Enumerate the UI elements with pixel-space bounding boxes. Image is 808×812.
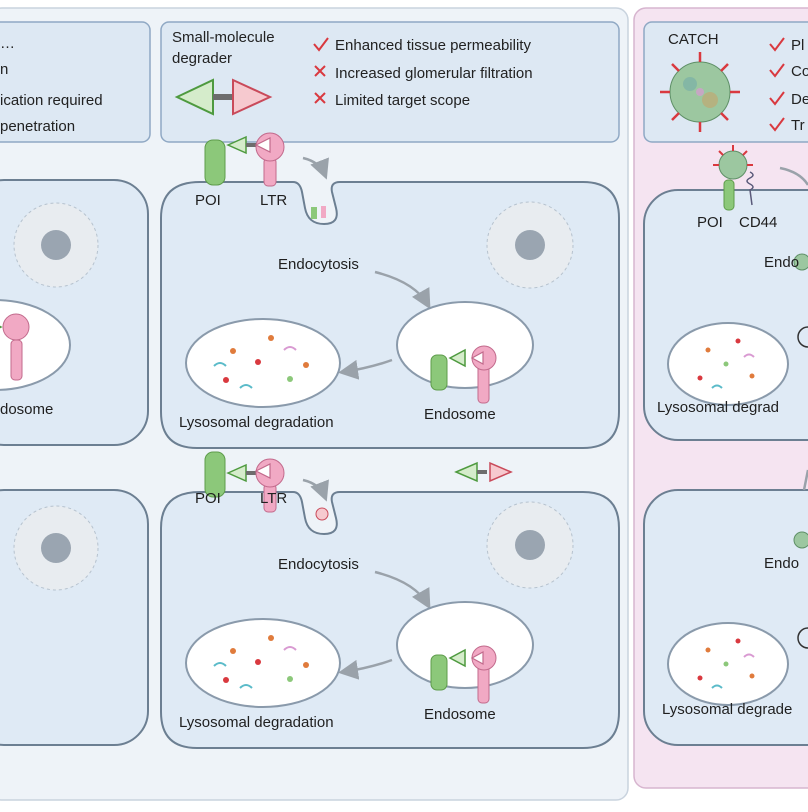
catch-item-2: Co xyxy=(791,63,808,80)
cross-icon xyxy=(314,65,326,77)
check-icon xyxy=(769,91,785,106)
cd44-icon xyxy=(746,171,754,206)
poi-icon xyxy=(430,354,448,391)
small-molecule-box: Small-molecule degrader Enhanced tissue … xyxy=(160,21,620,143)
small-molecule-title-2: degrader xyxy=(172,50,232,67)
nanoparticle-icon xyxy=(660,52,740,132)
lysosome-fragments-icon xyxy=(697,338,755,389)
poi-icon xyxy=(204,139,226,186)
poi-icon xyxy=(204,451,226,498)
cell-bottom-left xyxy=(0,489,149,746)
lysosome-label: Lysosomal degrade xyxy=(662,701,792,718)
catch-item-4: Tr xyxy=(791,117,805,134)
degrader-icon xyxy=(454,461,513,483)
catch-item-1: Pl xyxy=(791,37,804,54)
catch-cell-top: POI CD44 Endo Lysosomal degrad xyxy=(643,145,808,441)
ltr-icon xyxy=(470,645,497,704)
nanoparticle-icon xyxy=(713,145,753,180)
small-molecule-item-1: Enhanced tissue permeability xyxy=(335,37,531,54)
nanoparticle-icon xyxy=(793,253,808,271)
catch-item-3: De xyxy=(791,91,808,108)
ltr-label: LTR xyxy=(260,490,287,507)
catch-box: CATCH Pl Co De Tr xyxy=(643,21,808,143)
partial-line-3: ication required xyxy=(0,92,103,109)
check-icon xyxy=(769,37,785,52)
catch-cell-bottom: Endo Lysosomal degrade xyxy=(643,469,808,746)
cell-top-right: POI LTR Endocytosis Endosome Lysosomal d… xyxy=(160,132,620,449)
small-molecule-item-3: Limited target scope xyxy=(335,92,470,109)
lysosome-fragments-icon xyxy=(213,635,309,689)
check-icon xyxy=(769,63,785,78)
pit-complex-icon xyxy=(315,507,329,521)
lysosome-label: Lysosomal degradation xyxy=(179,414,334,431)
partial-line-4: penetration xyxy=(0,118,75,135)
poi-label: POI xyxy=(697,214,723,231)
small-molecule-title-1: Small-molecule xyxy=(172,29,275,46)
endocytosis-label: Endocytosis xyxy=(278,556,359,573)
cell-bottom-right: POI LTR Endocytosis Endosome Lysosomal d… xyxy=(160,451,620,749)
endocytosis-label: Endocytosis xyxy=(278,256,359,273)
lysosome-label: Lysosomal degradation xyxy=(179,714,334,731)
cross-icon xyxy=(314,92,326,104)
poi-label: POI xyxy=(195,192,221,209)
endosome-label: dosome xyxy=(0,401,53,418)
degrader-icon xyxy=(174,78,273,116)
lysosome-fragments-icon xyxy=(213,335,309,389)
ltr-icon xyxy=(254,132,285,187)
poi-icon xyxy=(430,654,448,691)
endosome-label: Endosome xyxy=(424,706,496,723)
lysosome xyxy=(185,618,341,708)
check-icon xyxy=(769,117,785,132)
poi-icon xyxy=(723,179,735,211)
lysosome xyxy=(185,318,341,408)
ltr-icon xyxy=(470,345,497,404)
pit-complex-icon xyxy=(311,206,326,219)
nanoparticle-icon xyxy=(793,531,808,549)
endocytosis-label: Endo xyxy=(764,555,799,572)
receptor-icon xyxy=(0,313,30,381)
ltr-icon xyxy=(254,458,285,513)
check-icon xyxy=(313,37,329,52)
partial-line-1: … xyxy=(0,35,15,52)
lysosome-fragments-icon xyxy=(697,638,755,689)
partial-line-2: n xyxy=(0,61,8,78)
endosome xyxy=(396,301,534,389)
endocytosis-label: Endo xyxy=(764,254,799,271)
endosome xyxy=(396,601,534,689)
partial-info-box: … n ication required penetration xyxy=(0,21,151,143)
poi-label: POI xyxy=(195,490,221,507)
small-molecule-item-2: Increased glomerular filtration xyxy=(335,65,533,82)
cell-top-left: dosome xyxy=(0,179,149,446)
catch-title: CATCH xyxy=(668,31,719,48)
endosome-label: Endosome xyxy=(424,406,496,423)
ltr-label: LTR xyxy=(260,192,287,209)
cd44-label: CD44 xyxy=(739,214,777,231)
lysosome-label: Lysosomal degrad xyxy=(657,399,779,416)
